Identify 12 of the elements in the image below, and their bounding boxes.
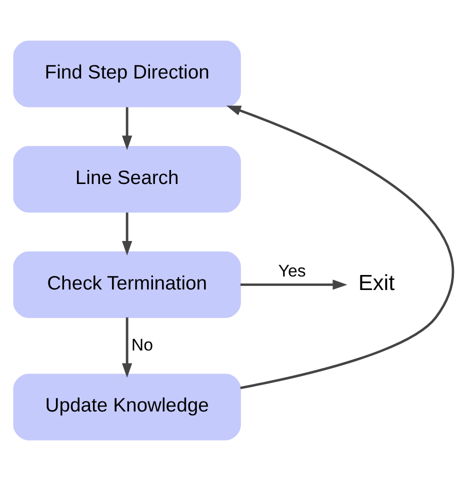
edge-label: Yes <box>278 261 306 280</box>
node-box: Find Step Direction <box>12 40 240 108</box>
arrow <box>240 280 347 290</box>
arrow <box>226 106 454 390</box>
edge-label: No <box>130 335 153 354</box>
arrow <box>121 212 132 256</box>
node-box: Update Knowledge <box>12 374 240 440</box>
arrow <box>121 107 132 150</box>
node-text: Exit <box>358 270 394 296</box>
node-box: Check Termination <box>12 251 240 318</box>
arrow <box>121 317 132 378</box>
node-box: Line Search <box>12 146 240 213</box>
